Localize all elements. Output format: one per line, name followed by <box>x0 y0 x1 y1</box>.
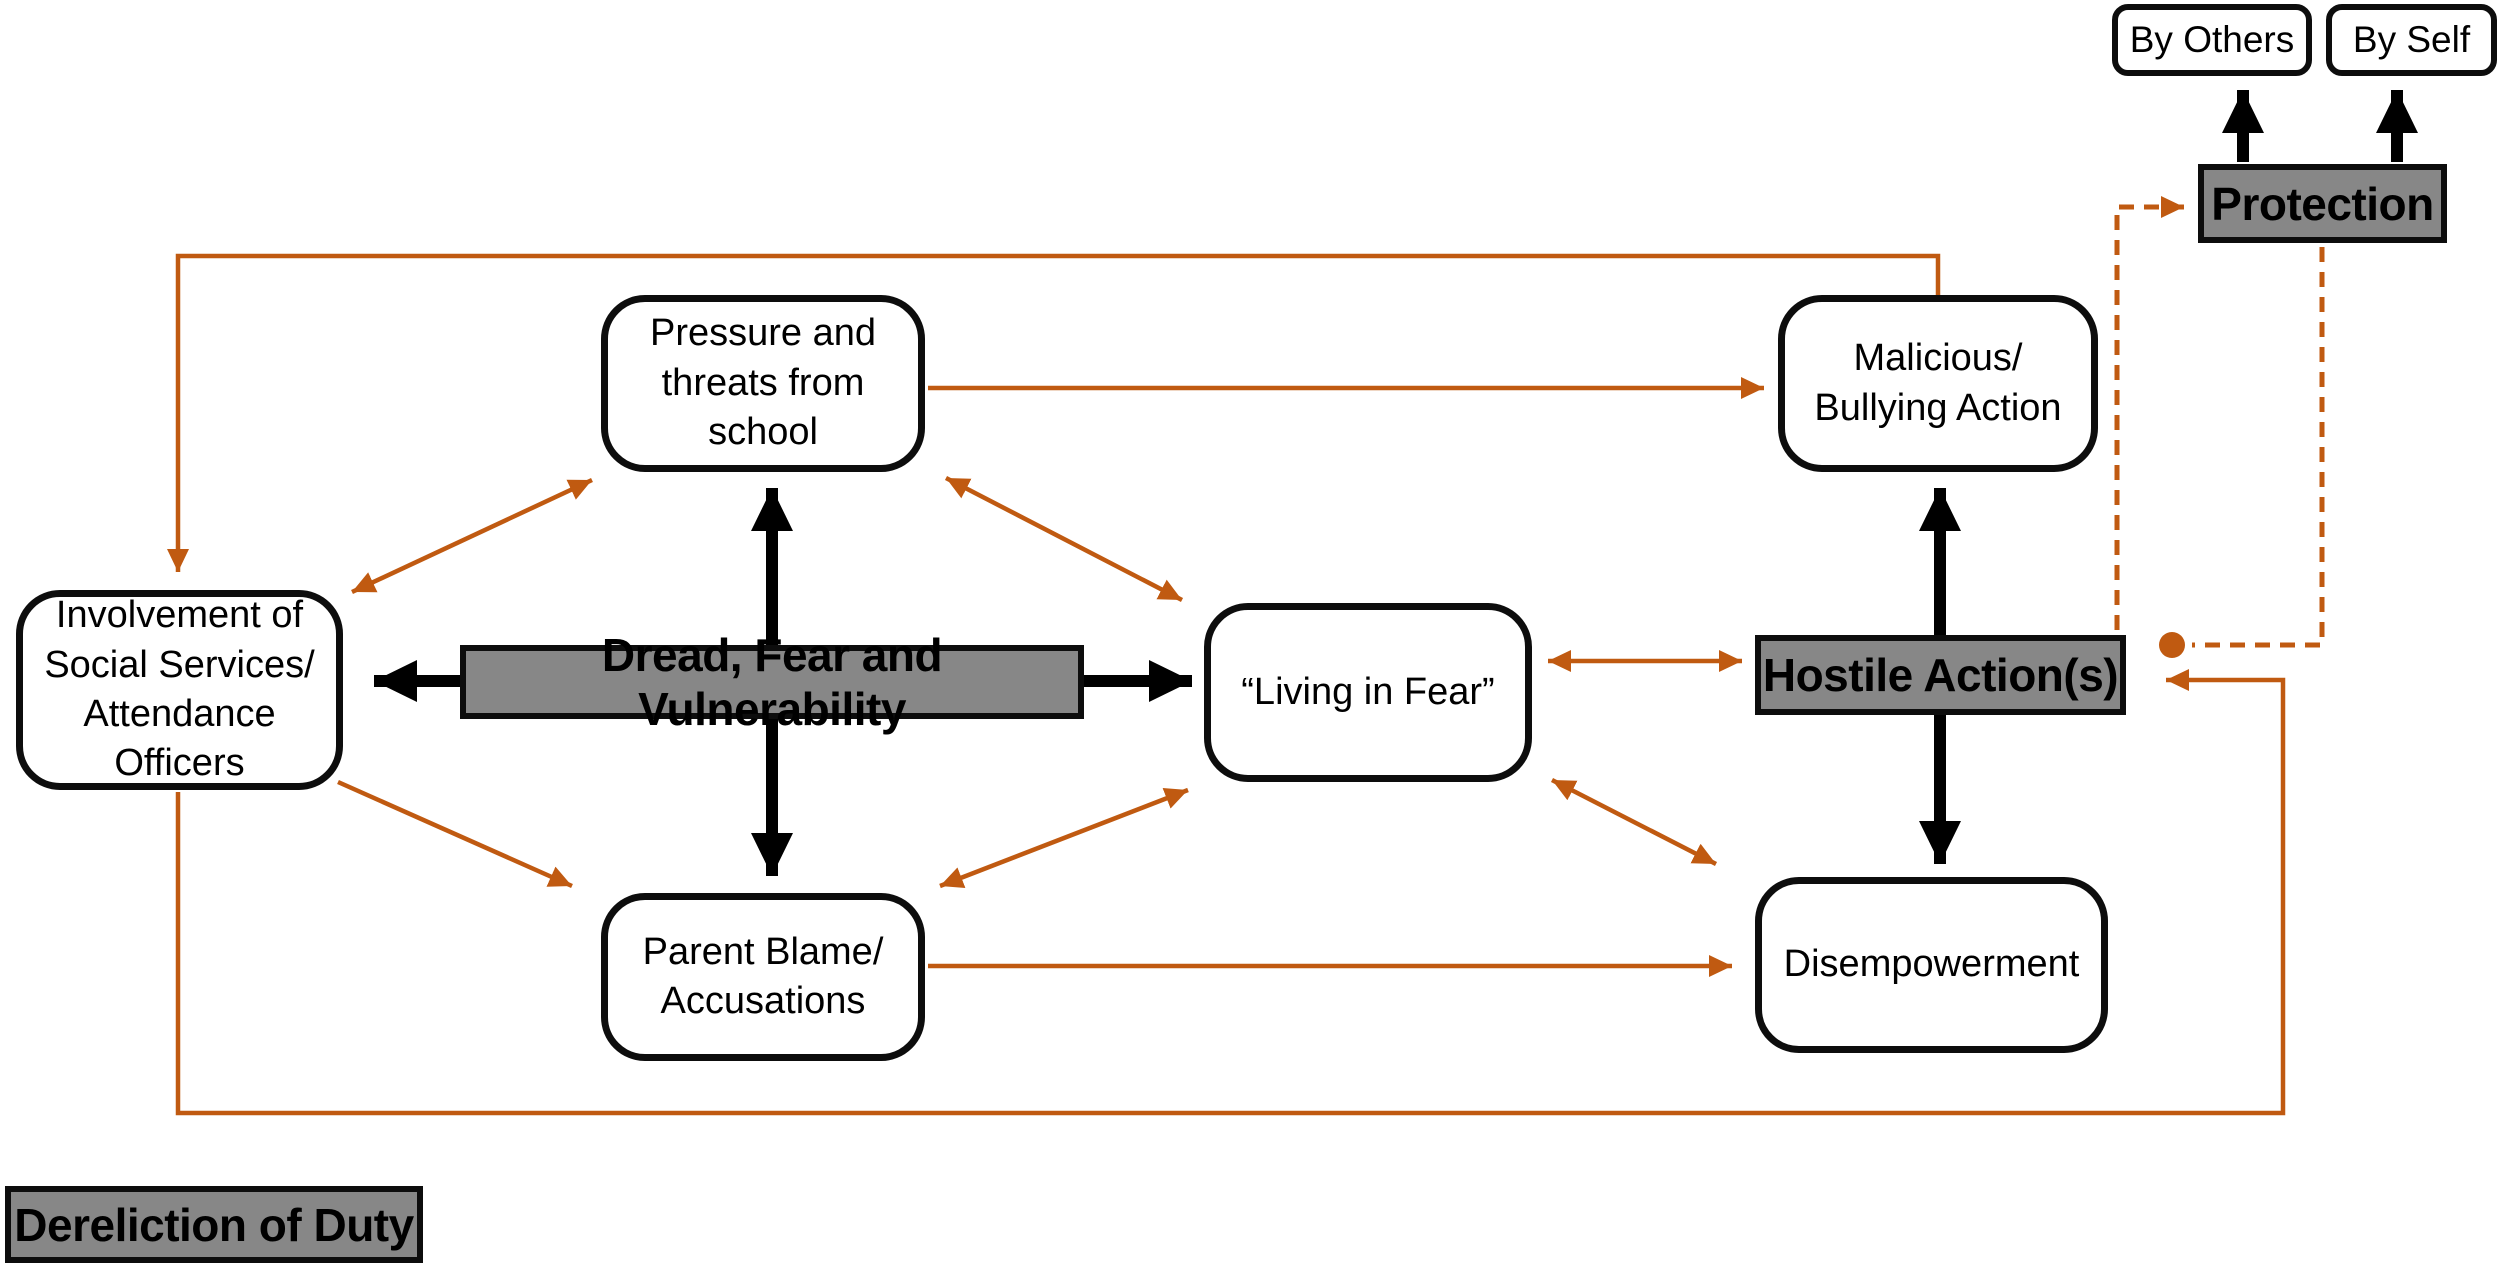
node-hostile-actions: Hostile Action(s) <box>1755 635 2126 715</box>
node-dread-fear-vulnerability: Dread, Fear and Vulnerability <box>460 629 1084 735</box>
connector-involvement-loop-to-hostile <box>175 669 2286 1116</box>
connector-involvement-to-parent-blame <box>337 779 573 889</box>
node-pressure-threats-school: Pressure and threats from school <box>601 295 925 472</box>
connector-involvement-pressure-bidirectional <box>351 477 593 595</box>
node-by-others: By Others <box>2112 4 2312 76</box>
node-involvement-social-services: Involvement of Social Services/ Attendan… <box>16 590 343 790</box>
node-living-in-fear: “Living in Fear” <box>1204 603 1532 782</box>
dashed-connector-hostile-to-protection <box>2114 196 2184 630</box>
dashed-connector-protection-to-hostile <box>2192 247 2325 648</box>
connector-parent-blame-living-bidirectional <box>939 787 1189 889</box>
node-parent-blame-accusations: Parent Blame/ Accusations <box>601 893 925 1061</box>
connector-pressure-living-bidirectional <box>944 476 1184 602</box>
dashed-connector-ball-end <box>2159 632 2185 658</box>
node-malicious-bullying-action: Malicious/ Bullying Action <box>1778 295 2098 472</box>
node-protection: Protection <box>2198 164 2447 243</box>
node-by-self: By Self <box>2326 4 2497 76</box>
connector-malicious-to-involvement <box>167 253 1941 572</box>
node-disempowerment: Disempowerment <box>1755 877 2108 1053</box>
node-dereliction-of-duty: Dereliction of Duty <box>5 1186 423 1263</box>
connector-living-disempowerment-bidirectional <box>1550 777 1718 867</box>
